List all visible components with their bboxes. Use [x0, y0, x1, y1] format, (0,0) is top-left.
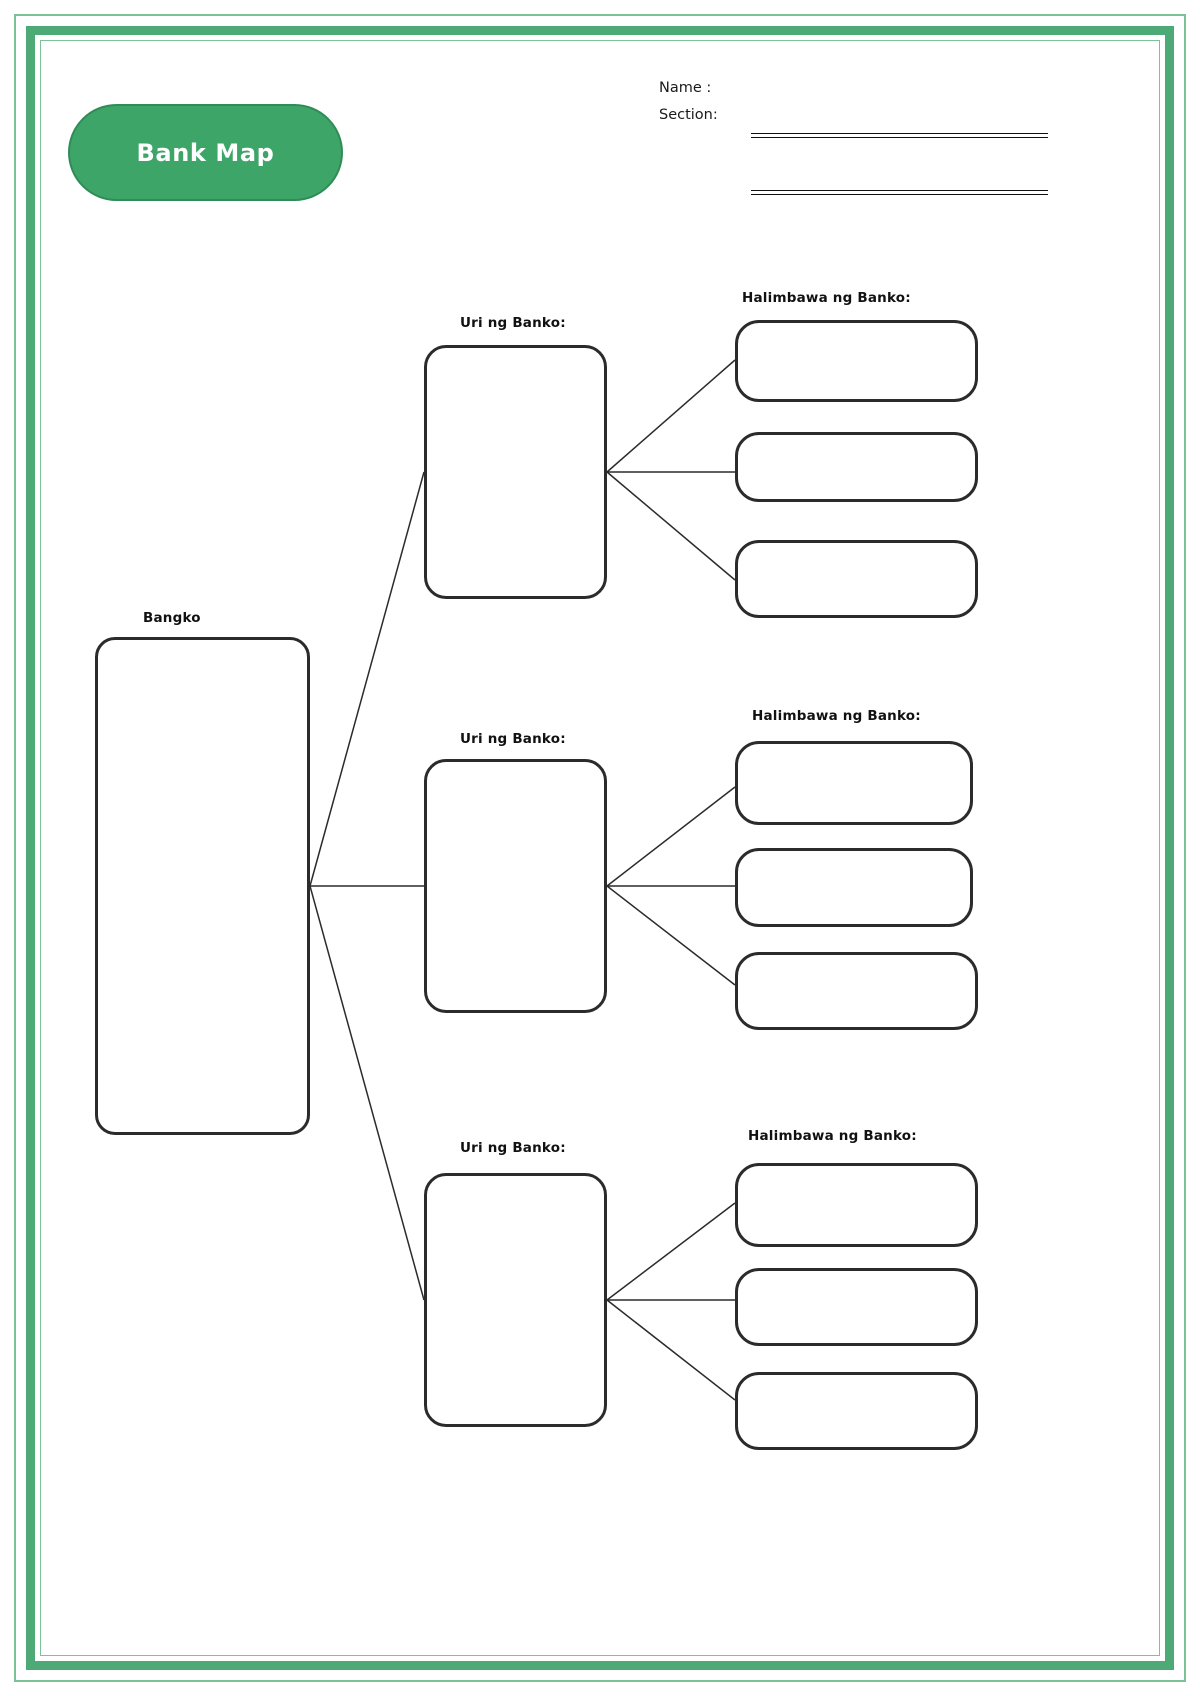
connector-branch-1-example-3 [606, 471, 736, 581]
branch-3-example-1-box[interactable] [735, 1163, 978, 1247]
branch-1-example-2-box[interactable] [735, 432, 978, 502]
connector-branch-3-example-1 [606, 1202, 736, 1301]
name-input-line[interactable] [751, 133, 1048, 138]
branch-3-box[interactable] [424, 1173, 607, 1427]
branch-2-box[interactable] [424, 759, 607, 1013]
connector-branch-3-example-3 [606, 1299, 736, 1401]
branch-1-box[interactable] [424, 345, 607, 599]
connector-branch-2-example-1 [606, 786, 736, 887]
branch-3-example-3-box[interactable] [735, 1372, 978, 1450]
connector-root-to-branch-1 [309, 471, 425, 887]
section-label: Section: [659, 107, 718, 123]
name-label: Name : [659, 80, 712, 96]
page-title: Bank Map [136, 138, 275, 167]
branch-1-example-1-box[interactable] [735, 320, 978, 402]
branch-2-example-2-box[interactable] [735, 848, 973, 927]
branch-3-examples-label: Halimbawa ng Banko: [748, 1128, 917, 1144]
section-input-line[interactable] [751, 190, 1048, 195]
branch-2-examples-label: Halimbawa ng Banko: [752, 708, 921, 724]
branch-1-examples-label: Halimbawa ng Banko: [742, 290, 911, 306]
connector-root-to-branch-3 [309, 885, 425, 1301]
root-node-label: Bangko [143, 610, 201, 626]
root-node-bangko[interactable] [95, 637, 310, 1135]
worksheet-title-pill: Bank Map [68, 104, 343, 201]
connector-branch-2-example-3 [606, 885, 736, 986]
student-info-labels: Name : Section: [659, 75, 718, 129]
branch-2-label: Uri ng Banko: [460, 731, 566, 747]
connector-branch-1-example-1 [606, 359, 736, 473]
branch-2-example-1-box[interactable] [735, 741, 973, 825]
branch-1-example-3-box[interactable] [735, 540, 978, 618]
branch-1-label: Uri ng Banko: [460, 315, 566, 331]
branch-3-label: Uri ng Banko: [460, 1140, 566, 1156]
branch-2-example-3-box[interactable] [735, 952, 978, 1030]
branch-3-example-2-box[interactable] [735, 1268, 978, 1346]
